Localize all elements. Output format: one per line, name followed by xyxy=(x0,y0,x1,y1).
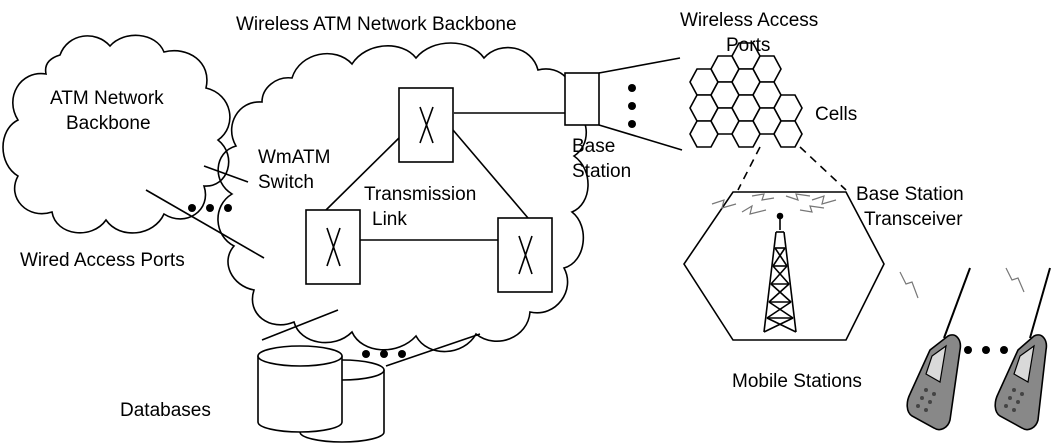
zoom-line-right xyxy=(799,146,847,191)
zoomed-cell-hexagon xyxy=(683,191,885,341)
databases-label: Databases xyxy=(120,400,211,421)
wireless-access-label-2: Ports xyxy=(726,35,770,56)
wired-access-line-top xyxy=(203,165,249,183)
wired-ellipsis-dots xyxy=(188,204,232,212)
hexagon-cell-cluster xyxy=(689,42,803,148)
atm-switch-top xyxy=(398,87,454,163)
atm-backbone-cloud xyxy=(2,34,231,234)
transmission-label-2: Link xyxy=(372,209,407,230)
mobile-stations-label: Mobile Stations xyxy=(732,371,862,392)
wireless-atm-backbone-cloud xyxy=(217,42,589,353)
base-station-box xyxy=(564,72,600,126)
wired-access-line-bottom xyxy=(145,189,265,259)
atm-switch-right xyxy=(497,217,553,293)
database-link-right xyxy=(385,333,481,367)
mobile-phone-icon-right xyxy=(994,267,1051,431)
lightning-bolt-icons xyxy=(711,193,1025,299)
wmatm-label-2: Switch xyxy=(258,172,314,193)
base-station-fan-bottom xyxy=(598,124,683,151)
wmatm-label-1: WmATM xyxy=(258,147,330,168)
backbone-title-label: Wireless ATM Network Backbone xyxy=(236,14,517,35)
base-station-label-1: Base xyxy=(572,136,615,157)
wireless-port-dots xyxy=(628,84,636,128)
bst-label-2: Transceiver xyxy=(864,209,963,230)
base-station-label-2: Station xyxy=(572,161,631,182)
atm-backbone-label-1: ATM Network xyxy=(50,88,164,109)
database-cylinder-icon-front xyxy=(257,345,343,433)
zoom-line-left xyxy=(737,146,761,191)
atm-backbone-label-2: Backbone xyxy=(66,113,151,134)
radio-tower-icon xyxy=(763,212,797,333)
mobile-ellipsis-dots xyxy=(964,346,1008,354)
bst-label-1: Base Station xyxy=(856,184,964,205)
database-ellipsis-dots xyxy=(362,350,406,358)
cells-label: Cells xyxy=(815,104,857,125)
transmission-link-left xyxy=(325,134,403,211)
wireless-access-label-1: Wireless Access xyxy=(680,10,818,31)
database-link-left xyxy=(261,309,339,341)
transmission-label-1: Transmission xyxy=(364,184,476,205)
transmission-link-right xyxy=(452,129,529,219)
base-station-fan-top xyxy=(598,57,681,74)
wired-access-label: Wired Access Ports xyxy=(20,250,185,271)
atm-switch-left xyxy=(305,209,361,285)
mobile-phone-icon-left xyxy=(906,267,971,431)
